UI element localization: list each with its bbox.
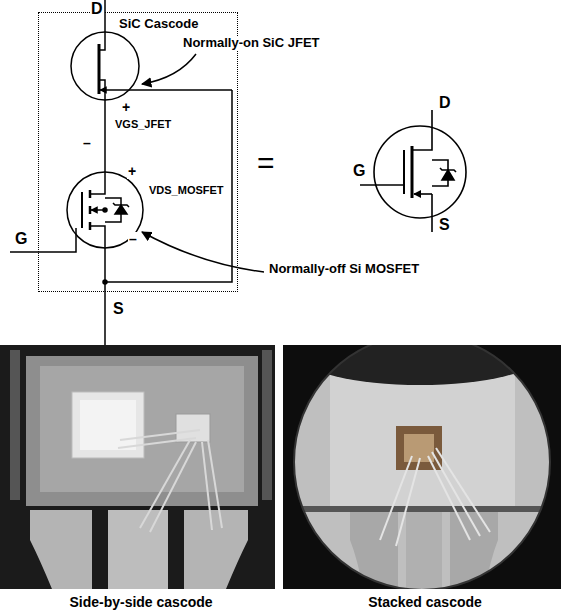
photo-panel: Side-by-side cascode <box>0 345 282 612</box>
terminal-label: S <box>112 300 125 318</box>
leader-arrow <box>142 54 196 84</box>
node-text: SiC Cascode <box>119 16 198 31</box>
mosfet-symbol <box>10 172 143 345</box>
side-by-side-photo <box>0 345 275 589</box>
voltage-label: VDS_MOSFET <box>148 184 225 196</box>
voltage-label: VGS_JFET <box>114 118 172 130</box>
terminal-label: D <box>90 0 104 18</box>
terminal-label: S <box>438 216 451 234</box>
polarity-sign: + <box>127 164 137 179</box>
photo-panel: Stacked cascode <box>283 345 561 612</box>
cascode-boundary: SiC Cascode <box>38 12 238 292</box>
callout-text: Normally-off Si MOSFET <box>268 262 420 276</box>
terminal-label: G <box>14 230 28 248</box>
node-text: Side-by-side cascode <box>0 594 282 610</box>
stacked-photo <box>283 345 561 589</box>
equivalent-mosfet-symbol <box>360 110 466 232</box>
callout-text: Normally-on SiC JFET <box>182 36 321 50</box>
equals-sign: = <box>256 146 276 179</box>
terminal-label: D <box>438 94 452 112</box>
polarity-sign: – <box>82 136 92 151</box>
leader-arrow <box>142 232 264 272</box>
terminal-label: G <box>352 162 366 180</box>
polarity-sign: – <box>128 232 138 247</box>
node-text: Stacked cascode <box>283 594 561 610</box>
polarity-sign: + <box>121 100 131 115</box>
